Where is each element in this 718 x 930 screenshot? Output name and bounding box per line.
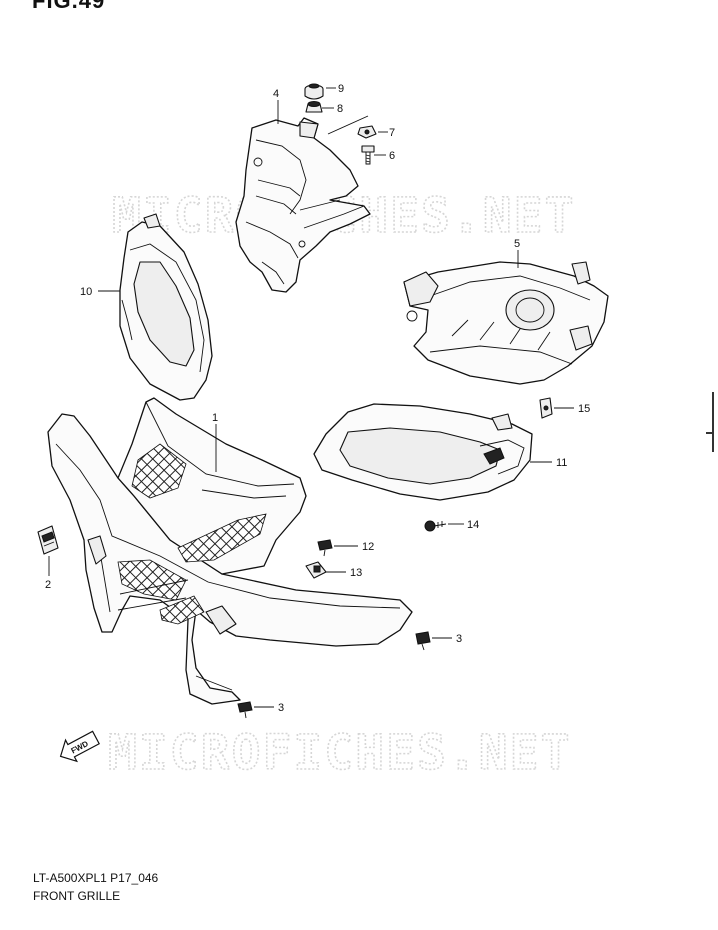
part-13-grommet: [305, 561, 327, 579]
callout-6: 6: [389, 150, 395, 162]
part-12-rivet: [317, 539, 333, 557]
watermark-lower: MICROFICHES.NET: [108, 725, 571, 781]
callout-3-right: 3: [456, 633, 462, 645]
callout-1: 1: [212, 412, 218, 424]
callout-2: 2: [45, 579, 51, 591]
callout-13: 13: [350, 567, 362, 579]
callout-14: 14: [467, 519, 479, 531]
diagram-name: FRONT GRILLE: [33, 889, 121, 903]
callout-3-bottom: 3: [278, 702, 284, 714]
leader-lines: [48, 87, 574, 708]
callout-5: 5: [514, 238, 520, 250]
callout-10: 10: [80, 286, 92, 298]
callout-11: 11: [556, 457, 567, 469]
figure-title: FIG.49: [32, 0, 106, 13]
part-15-clip-nut: [539, 397, 553, 419]
part-2-emblem: [37, 525, 59, 555]
part-10-headlight-bezel: [119, 213, 213, 401]
page-edge-mark: [712, 392, 714, 452]
part-7-nut: [357, 125, 377, 139]
part-11-headlight-bezel: [313, 403, 533, 501]
page-edge-tick: [706, 432, 712, 434]
part-1-front-grille: [47, 397, 413, 705]
callout-4: 4: [273, 88, 279, 100]
callout-15: 15: [578, 403, 590, 415]
fwd-arrow-icon: FWD: [59, 730, 100, 763]
callout-7: 7: [389, 127, 395, 139]
part-5-lower-bracket: [403, 261, 609, 385]
part-8-collar: [305, 101, 323, 113]
part-6-bolt: [361, 145, 375, 165]
callout-9: 9: [338, 83, 344, 95]
callout-8: 8: [337, 103, 343, 115]
part-9-grommet: [304, 83, 324, 100]
part-4-headlight-bracket: [235, 117, 371, 293]
diagram-code: LT-A500XPL1 P17_046: [33, 871, 159, 885]
part-14-screw: [424, 520, 447, 532]
part-3-fastener-bottom: [237, 701, 253, 719]
callout-numbers: 1 2 3 3 4 5 6 7 8 9 10 11 12 13 14 15: [45, 83, 590, 714]
part-3-fastener-right: [415, 631, 431, 651]
callout-12: 12: [362, 541, 374, 553]
